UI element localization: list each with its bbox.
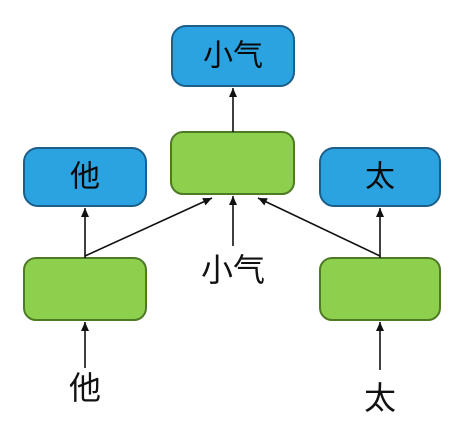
right-output-node: 太 xyxy=(319,147,441,207)
input-left-label: 他 xyxy=(69,369,101,407)
right-hidden-node xyxy=(319,257,441,321)
edge-left-to-center xyxy=(84,197,213,257)
center-hidden-node xyxy=(170,131,295,195)
top-output-node: 小气 xyxy=(171,25,295,87)
edge-right-to-center xyxy=(257,197,381,257)
left-hidden-node xyxy=(23,257,147,321)
input-middle-label: 小气 xyxy=(201,251,265,289)
top-output-label: 小气 xyxy=(203,39,263,74)
left-output-node: 他 xyxy=(23,147,147,207)
right-output-label: 太 xyxy=(365,160,395,195)
left-output-label: 他 xyxy=(70,160,100,195)
input-right-label: 太 xyxy=(364,379,396,417)
